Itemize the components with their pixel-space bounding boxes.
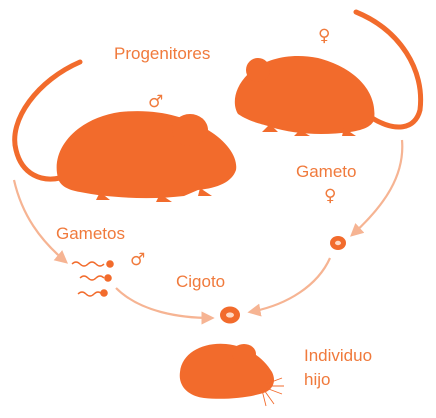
male-mouse-body [56,111,237,199]
parents-label: Progenitores [114,44,211,63]
offspring-mouse-whiskers [261,377,284,407]
female-mouse-ear [246,58,270,82]
zygote-cell [220,306,240,324]
sperm-cell [79,274,112,282]
arrow-female-to-gamete [350,139,404,237]
female-gamete-label: Gameto [296,162,357,181]
offspring-label-line2: hijo [304,370,331,389]
sperm-cell [71,260,114,268]
male-mouse-ear [172,114,208,146]
male-mouse-feet [96,188,212,202]
offspring-label-line1: Individuo [304,346,373,365]
offspring-mouse [179,343,284,407]
arrows [12,139,404,325]
male-symbol-parent: ♂ [148,92,164,112]
male-parent-mouse [12,59,237,202]
egg-cell [330,236,346,250]
zygote-label: Cigoto [176,272,226,291]
male-mouse-tail [12,59,83,182]
offspring-mouse-body [179,343,274,399]
female-symbol-gamete: ♀ [324,186,337,206]
offspring-mouse-ear [232,344,256,364]
sperm-cell [77,289,108,297]
arrow-egg-to-zygote [247,257,332,317]
female-mouse-feet [262,124,356,136]
female-symbol-parent: ♀ [318,26,331,46]
egg-nucleus [335,240,341,246]
zygote-nucleus [226,312,234,318]
male-symbol-gametes: ♂ [130,250,146,270]
female-parent-mouse [234,9,424,136]
arrow-male-to-gametes [12,179,69,264]
female-mouse-body [234,55,375,134]
sperm-cells [71,260,114,297]
male-gametes-label: Gametos [56,224,125,243]
arrow-sperm-to-zygote [115,287,215,325]
female-mouse-tail [353,9,424,130]
